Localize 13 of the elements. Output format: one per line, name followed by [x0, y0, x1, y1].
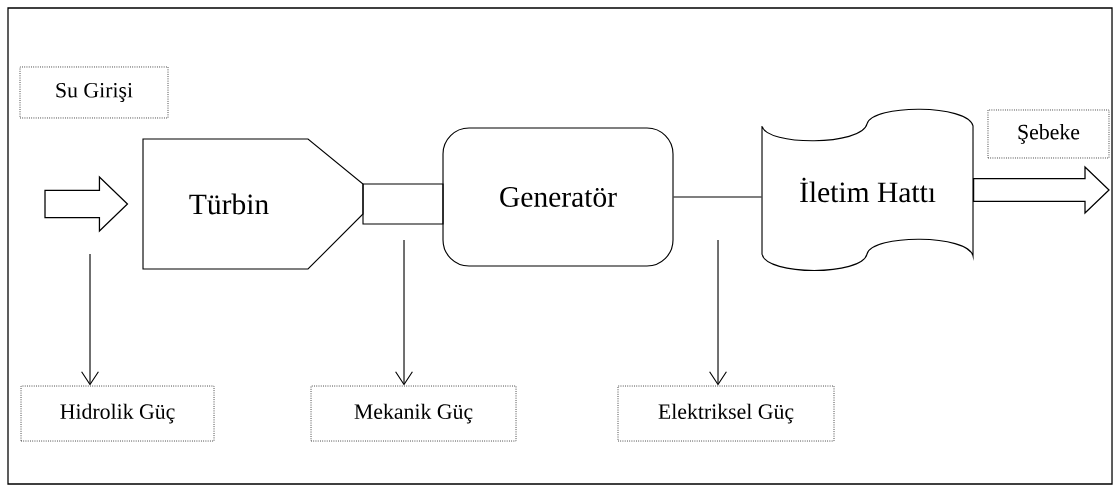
- label-box: Elektriksel Güç: [617, 385, 835, 442]
- arrow: [709, 239, 727, 386]
- label-box: Su Girişi: [19, 66, 169, 119]
- connector-line: [673, 196, 763, 198]
- label-box: Mekanik Güç: [310, 385, 517, 442]
- block-arrow: [44, 175, 129, 233]
- label-box: Hidrolik Güç: [20, 385, 215, 442]
- label-box: Şebeke: [987, 109, 1110, 159]
- shaft-box: [362, 183, 444, 225]
- block-arrow: [972, 165, 1110, 215]
- generator-box: Generatör: [442, 127, 674, 267]
- arrow: [395, 239, 413, 386]
- arrow: [81, 253, 99, 386]
